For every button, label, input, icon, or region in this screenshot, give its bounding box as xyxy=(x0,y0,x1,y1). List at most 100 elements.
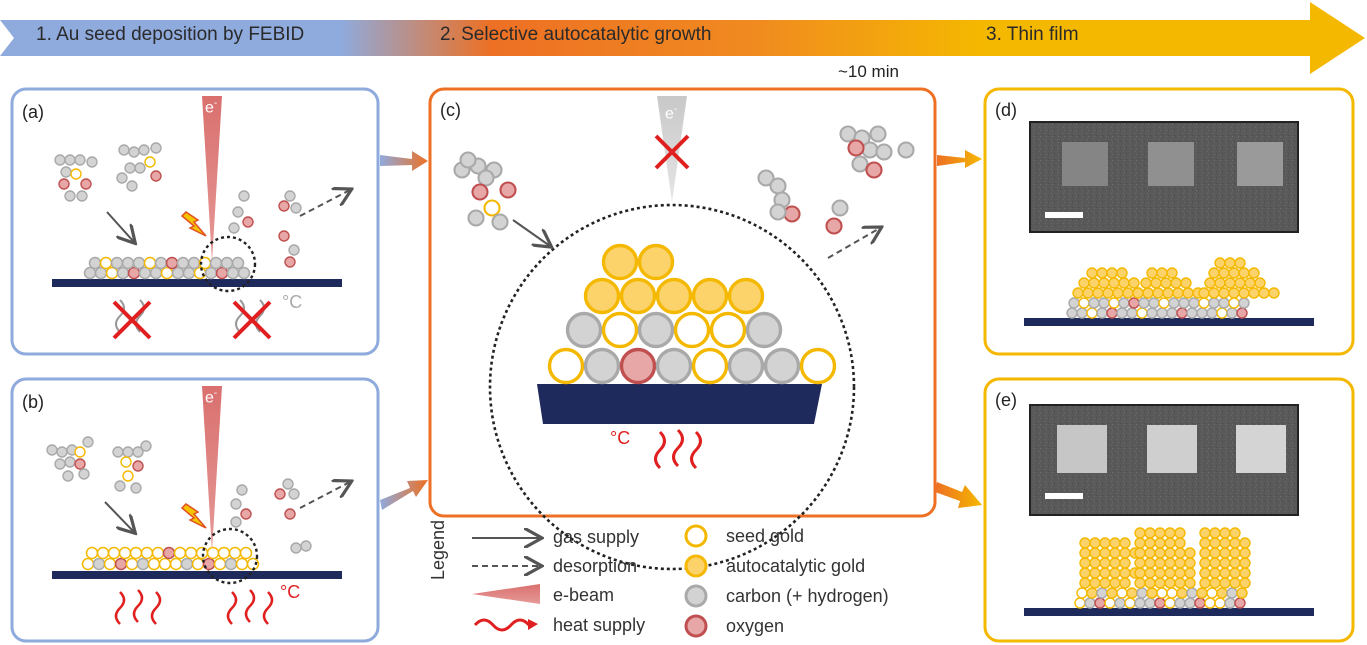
atom-g xyxy=(1098,277,1110,289)
atom-s xyxy=(799,347,837,385)
legend-seed-gold-symbol xyxy=(684,524,708,548)
atom-g xyxy=(1099,577,1111,589)
atom-g xyxy=(1164,577,1176,589)
atom-g xyxy=(1156,267,1168,279)
atom-g xyxy=(1119,557,1131,569)
atom-c xyxy=(64,190,76,202)
atom-s xyxy=(228,546,242,560)
atom-s xyxy=(118,546,132,560)
atom-c xyxy=(209,256,223,270)
atom-g xyxy=(1184,577,1196,589)
atom-s xyxy=(81,557,95,571)
substrate-a xyxy=(52,279,342,287)
atom-c xyxy=(1098,297,1110,309)
atom-g xyxy=(1134,557,1146,569)
atom-g xyxy=(1229,567,1241,579)
atom-c xyxy=(130,482,142,494)
atom-g xyxy=(1204,277,1216,289)
atom-g xyxy=(1219,537,1231,549)
atom-g xyxy=(1160,277,1172,289)
celsius-label-b: °C xyxy=(280,582,301,602)
atom-c xyxy=(290,542,302,554)
atom-g xyxy=(1172,287,1184,299)
atom-o xyxy=(1234,597,1246,609)
panel-b-label: (b) xyxy=(22,392,44,412)
atom-o xyxy=(1154,597,1166,609)
atom-c xyxy=(231,256,245,270)
atom-s xyxy=(1078,297,1090,309)
atom-g xyxy=(1224,277,1236,289)
atom-c xyxy=(467,209,485,227)
ebeam-b xyxy=(202,386,222,552)
atom-g xyxy=(1079,567,1091,579)
atom-g xyxy=(1164,567,1176,579)
atom-o xyxy=(132,460,144,472)
atom-c xyxy=(88,256,102,270)
atom-c xyxy=(769,203,787,221)
atom-g xyxy=(1079,537,1091,549)
atom-g xyxy=(1229,527,1241,539)
atom-c xyxy=(583,347,621,385)
atom-s xyxy=(147,557,161,571)
atom-g xyxy=(1079,547,1091,559)
atom-c xyxy=(116,172,128,184)
atom-g xyxy=(1199,547,1211,559)
atom-c xyxy=(839,125,857,143)
substrate-b xyxy=(52,571,342,579)
atom-c xyxy=(228,222,240,234)
substrate-c xyxy=(537,384,822,424)
step2-label: 2. Selective autocatalytic growth xyxy=(440,24,712,45)
panel-c-label: (c) xyxy=(440,100,461,120)
step3-label: 3. Thin film xyxy=(986,24,1079,45)
legend-heat-symbol xyxy=(473,618,531,632)
panel-d-label: (d) xyxy=(995,100,1017,120)
atom-g xyxy=(1072,287,1084,299)
scale-bar-d xyxy=(1045,212,1083,218)
atom-g xyxy=(1154,537,1166,549)
atom-c xyxy=(1116,307,1128,319)
atom-c xyxy=(1156,307,1168,319)
atom-s xyxy=(601,311,639,349)
atom-c xyxy=(180,557,194,571)
atom-g xyxy=(1119,567,1131,579)
atom-c xyxy=(60,166,72,178)
focus-circle-a xyxy=(199,235,257,293)
atom-s xyxy=(1198,297,1210,309)
atom-g xyxy=(727,277,765,315)
legend-desorption-label: desorption xyxy=(553,556,638,576)
atom-c xyxy=(236,484,248,496)
atom-g xyxy=(655,277,693,315)
atom-o xyxy=(1128,297,1140,309)
atom-c xyxy=(1126,307,1138,319)
atom-g xyxy=(1184,557,1196,569)
atom-o xyxy=(80,178,92,190)
atom-g xyxy=(1099,547,1111,559)
atom-c xyxy=(114,480,126,492)
atom-g xyxy=(1218,287,1230,299)
atom-c xyxy=(1138,297,1150,309)
legend-heat-supply-label: heat supply xyxy=(553,615,646,635)
atom-s xyxy=(483,199,501,217)
atom-g xyxy=(1089,537,1101,549)
atom-c xyxy=(62,470,74,482)
atom-c xyxy=(224,557,238,571)
atom-c xyxy=(132,446,144,458)
atom-o xyxy=(865,161,883,179)
atom-g xyxy=(1214,257,1226,269)
atom-g xyxy=(1239,577,1251,589)
atom-g xyxy=(1174,567,1186,579)
atom-c xyxy=(655,347,693,385)
atom-s xyxy=(169,557,183,571)
atom-g xyxy=(1109,577,1121,589)
sem-square-e3 xyxy=(1236,425,1286,473)
atom-g xyxy=(1238,287,1250,299)
gas-supply-arrow-c xyxy=(512,219,550,246)
atom-c xyxy=(769,177,787,195)
atom-c xyxy=(288,244,300,256)
atom-s xyxy=(195,546,209,560)
atom-o xyxy=(1236,307,1248,319)
atom-g xyxy=(1209,577,1221,589)
atom-g xyxy=(1244,277,1256,289)
atom-s xyxy=(691,347,729,385)
atom-c xyxy=(1118,297,1130,309)
